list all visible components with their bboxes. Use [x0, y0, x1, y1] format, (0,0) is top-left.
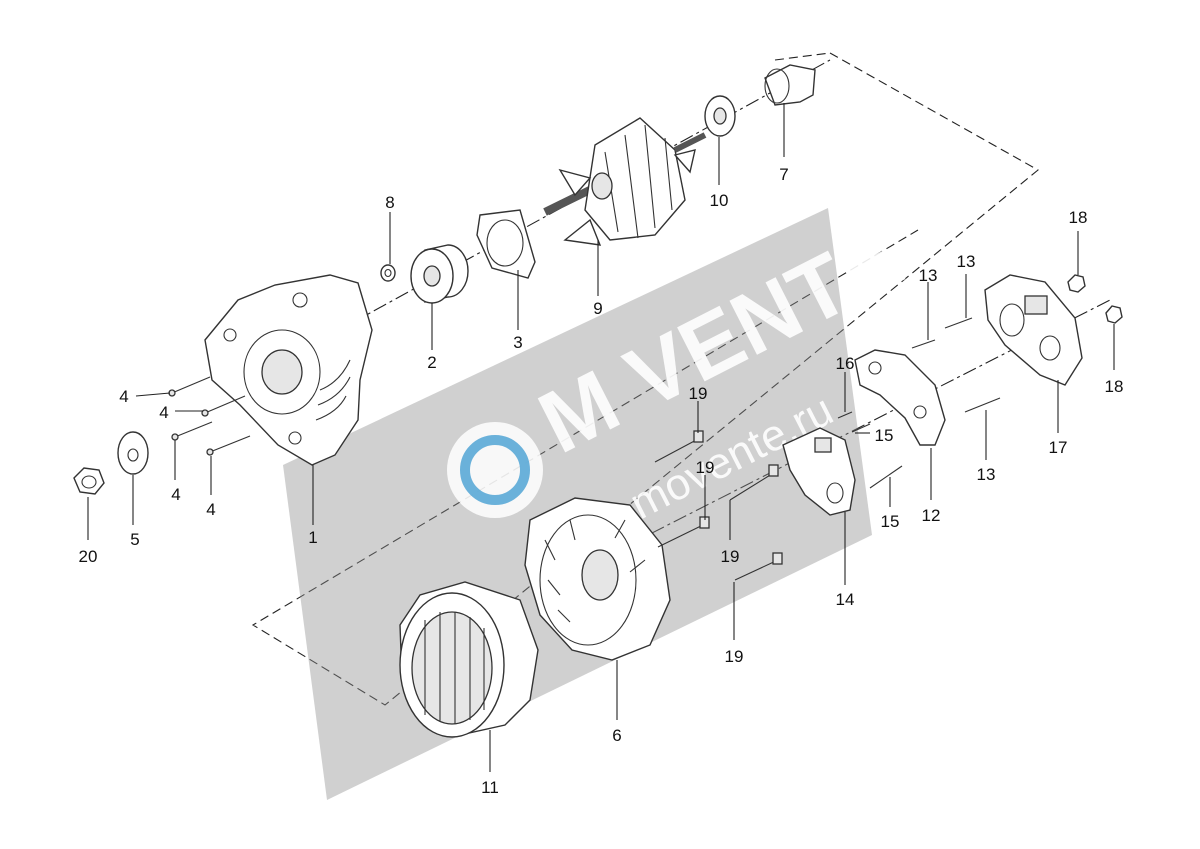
- housing-screws: [168, 376, 251, 456]
- callout-4-middle: 4: [159, 403, 168, 422]
- callout-14: 14: [836, 590, 855, 609]
- assembly-outline: [251, 52, 1039, 706]
- cap-nut: [380, 264, 396, 282]
- spacer-washer: [117, 431, 149, 475]
- small-screws: [837, 317, 1001, 489]
- voltage-regulator: [782, 427, 856, 516]
- rear-cover: [984, 274, 1083, 386]
- assembly-outline-top: [774, 52, 831, 61]
- stator-winding: [524, 497, 671, 661]
- rear-bearing: [704, 95, 736, 137]
- callout-4-lower-left: 4: [171, 485, 180, 504]
- drive-end-housing: [204, 274, 373, 466]
- through-bolts: [654, 430, 783, 581]
- callout-18-bottom: 18: [1105, 377, 1124, 396]
- callout-13-left: 13: [919, 266, 938, 285]
- stator-housing: [399, 581, 539, 738]
- callout-19-second: 19: [696, 458, 715, 477]
- callout-20: 20: [79, 547, 98, 566]
- leader-lines: [87, 103, 1115, 772]
- cover-nuts: [1067, 274, 1123, 324]
- callout-5: 5: [130, 530, 139, 549]
- pulley-nut: [73, 467, 105, 495]
- callout-15-bottom: 15: [881, 512, 900, 531]
- callout-12: 12: [922, 506, 941, 525]
- watermark-logo-ring-icon: [460, 435, 530, 505]
- callout-13-bottom: 13: [977, 465, 996, 484]
- retainer-plate: [476, 209, 536, 279]
- bearing-sleeve: [764, 64, 816, 106]
- callout-9: 9: [593, 299, 602, 318]
- callout-15-top: 15: [875, 426, 894, 445]
- callout-11: 11: [481, 778, 499, 797]
- front-bearing: [410, 244, 469, 304]
- callout-10: 10: [710, 191, 729, 210]
- callout-13-right: 13: [957, 252, 976, 271]
- callout-2: 2: [427, 353, 436, 372]
- callout-16: 16: [836, 354, 855, 373]
- callout-4-top: 4: [119, 387, 128, 406]
- callout-19-bottom: 19: [725, 647, 744, 666]
- rotor: [543, 117, 707, 246]
- callout-6: 6: [612, 726, 621, 745]
- callouts: 20 5 4 4 4 4 1 8 2 3 9 10 7 18 18 13 13 …: [79, 165, 1124, 797]
- callout-1: 1: [308, 528, 317, 547]
- callout-7: 7: [779, 165, 788, 184]
- callout-19-top: 19: [689, 384, 708, 403]
- callout-18-top: 18: [1069, 208, 1088, 227]
- callout-17: 17: [1049, 438, 1068, 457]
- rectifier-plate: [854, 349, 946, 446]
- callout-4-lower-right: 4: [206, 500, 215, 519]
- callout-3: 3: [513, 333, 522, 352]
- callout-19-third: 19: [721, 547, 740, 566]
- callout-8: 8: [385, 193, 394, 212]
